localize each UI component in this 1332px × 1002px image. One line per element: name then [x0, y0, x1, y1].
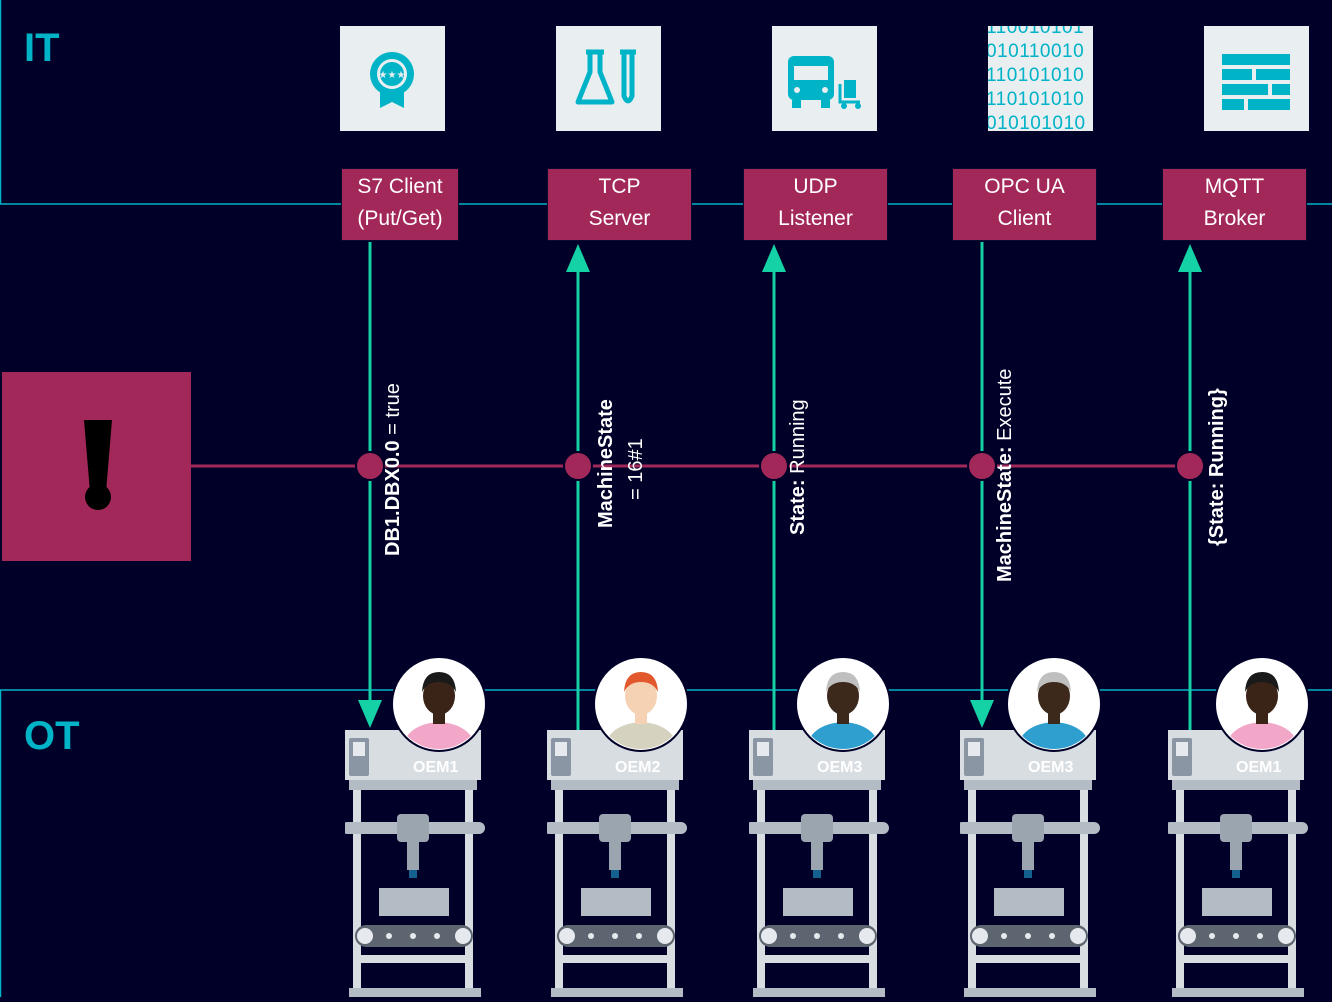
certificate-badge-icon: ★★★ — [340, 26, 445, 131]
older-man-avatar-icon — [795, 656, 891, 752]
binary-line: 110101010 — [988, 64, 1086, 88]
arrow-up-icon — [566, 244, 590, 272]
man-avatar-icon — [391, 656, 487, 752]
binary-line: 110101010 — [988, 88, 1086, 112]
junction-dot — [1176, 452, 1204, 480]
arrow-up-icon — [762, 244, 786, 272]
udp-listener-sublabel: Listener — [744, 203, 887, 235]
mqtt-value-key: {State: Running} — [1206, 388, 1228, 546]
arrow-down-icon — [970, 700, 994, 728]
oem-label: OEM3 — [1028, 759, 1073, 777]
udp-listener-box: UDP Listener — [743, 168, 888, 241]
oem-label: OEM3 — [817, 759, 862, 777]
udp-value-key: State: — [787, 479, 809, 535]
s7-client-sublabel: (Put/Get) — [342, 203, 458, 235]
arrow-down-icon — [358, 700, 382, 728]
s7-value-text: = true — [382, 383, 404, 440]
junction-dot — [564, 452, 592, 480]
udp-value-label: State: Running — [787, 399, 810, 535]
junction-dot — [356, 452, 384, 480]
junction-dot — [760, 452, 788, 480]
tcp-value-text: = 16#1 — [621, 399, 651, 528]
binary-line: 010110010 — [988, 40, 1086, 64]
s7-value-key: DB1.DBX0.0 — [382, 440, 404, 556]
opcua-value-text: Execute — [994, 369, 1016, 447]
udp-value-text: Running — [787, 399, 809, 479]
s7-client-label: S7 Client — [342, 171, 458, 203]
opc-ua-client-label: OPC UA — [953, 171, 1096, 203]
opcua-value-key: MachineState: — [994, 446, 1016, 582]
s7-value-label: DB1.DBX0.0 = true — [382, 383, 405, 556]
brick-wall-icon — [1204, 26, 1309, 131]
oem-label: OEM1 — [1236, 759, 1281, 777]
ot-label: OT — [24, 714, 80, 759]
woman-avatar-icon — [593, 656, 689, 752]
mqtt-broker-sublabel: Broker — [1163, 203, 1306, 235]
svg-text:★★★: ★★★ — [379, 70, 406, 81]
oem-label: OEM1 — [413, 759, 458, 777]
lab-flask-icon — [556, 26, 661, 131]
opcua-value-label: MachineState: Execute — [994, 369, 1017, 582]
opc-ua-client-box: OPC UA Client — [952, 168, 1097, 241]
tcp-value-key: MachineState — [591, 399, 621, 528]
mqtt-broker-box: MQTT Broker — [1162, 168, 1307, 241]
alert-box — [2, 372, 191, 561]
binary-line: 010101010 — [988, 112, 1086, 131]
arrow-up-icon — [1178, 244, 1202, 272]
tcp-server-label: TCP — [548, 171, 691, 203]
binary-line: 110010101 — [988, 26, 1086, 40]
man-avatar-icon — [1214, 656, 1310, 752]
it-label: IT — [24, 26, 60, 71]
opc-ua-client-sublabel: Client — [953, 203, 1096, 235]
mqtt-value-label: {State: Running} — [1206, 388, 1229, 546]
tcp-value-label: MachineState = 16#1 — [591, 399, 651, 528]
exclamation-icon — [2, 372, 191, 561]
oem-label: OEM2 — [615, 759, 660, 777]
tcp-server-box: TCP Server — [547, 168, 692, 241]
junction-dot — [968, 452, 996, 480]
tcp-server-sublabel: Server — [548, 203, 691, 235]
s7-client-box: S7 Client (Put/Get) — [341, 168, 459, 241]
older-man-avatar-icon — [1006, 656, 1102, 752]
mqtt-broker-label: MQTT — [1163, 171, 1306, 203]
udp-listener-label: UDP — [744, 171, 887, 203]
truck-logistics-icon — [772, 26, 877, 131]
